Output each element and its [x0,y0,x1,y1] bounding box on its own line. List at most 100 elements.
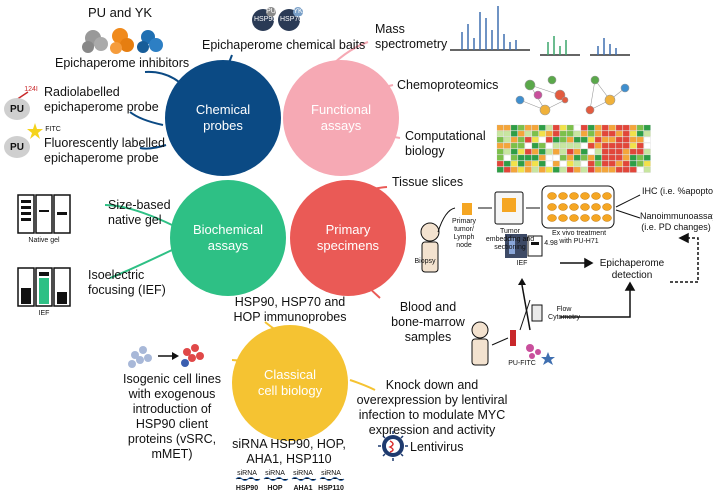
heatmap-cell [629,124,637,131]
heatmap-cell [573,148,581,155]
native-gel-icon [17,194,71,234]
heatmap-cell [510,160,518,167]
heatmap-cell [601,154,609,161]
biochemical-assays-hub: Biochemical assays [170,180,286,296]
heatmap-cell [622,142,630,149]
heatmap-cell [538,166,546,173]
heatmap-cell [594,130,602,137]
heatmap-cell [552,166,560,173]
heatmap-cell [636,124,644,131]
heatmap-cell [538,130,546,137]
heatmap-cell [552,148,560,155]
heatmap-cell [601,136,609,143]
heatmap-cell [524,166,532,173]
heatmap-cell [594,166,602,173]
heatmap-cell [531,154,539,161]
heatmap-cell [566,154,574,161]
primary-specimens-hub: Primary specimens [290,180,406,296]
embedding-label: Tumor embedding and sectioning [485,228,535,251]
heatmap-cell [636,154,644,161]
chemical-probes-hub: Chemical probes [165,60,281,176]
heatmap-cell [517,130,525,137]
ief-caption: IEF [38,310,50,317]
heatmap-cell [622,148,630,155]
mass-spec-label: Mass spectrometry [375,22,448,51]
heatmap-cell [538,160,546,167]
heatmap-cell [594,124,602,131]
heatmap-cell [538,148,546,155]
heatmap-cell [580,130,588,137]
heatmap-cell [524,154,532,161]
sirna-tag-aha1: siRNA [293,470,313,477]
plate-well [547,192,557,200]
cell-lines-icon [128,344,204,368]
classical-cell-biology-label: Classical cell biology [257,367,323,398]
heatmap-cell [643,154,651,161]
heatmap-cell [622,160,630,167]
chemical-probes-label: Chemical probes [195,102,251,133]
inhibitor-molecules-icon [82,28,163,54]
heatmap-cell [573,154,581,161]
heatmap-cell [573,142,581,149]
chemoproteomics-label: Chemoproteomics [397,78,499,92]
heatmap-cell [531,124,539,131]
plate-well [547,214,557,222]
heatmap-cell [545,124,553,131]
heatmap-cell [629,166,637,173]
heatmap-cell [643,166,651,173]
plate-well [580,203,590,211]
heatmap-cell [643,136,651,143]
heatmap-cell [503,154,511,161]
heatmap-cell [545,142,553,149]
heatmap-cell [517,148,525,155]
heatmap-cell [545,148,553,155]
heatmap-cell [552,160,560,167]
heatmap-cell [517,142,525,149]
ex-vivo-label: Ex vivo treatment with PU-H71 [551,230,607,245]
heatmap-cell [601,130,609,137]
epichaperome-detection-label: Epichaperome detection [599,258,665,281]
heatmap-cell [510,130,518,137]
native-gel-caption: Native gel [28,237,60,244]
plate-well [591,192,601,200]
heatmap-cell [531,142,539,149]
native-gel-label: Size-based native gel [108,198,171,227]
heatmap-cell [629,130,637,137]
heatmap-cell [594,142,602,149]
heatmap-cell [566,160,574,167]
radio-pu-text: PU [10,103,24,115]
plate-well [591,203,601,211]
biopsy-label: Biopsy [414,258,436,265]
heatmap-cell [566,124,574,131]
knockdown-label: Knock down and overexpression by lentivi… [356,378,508,437]
blood-marrow-label: Blood and bone-marrow samples [391,300,465,344]
computational-biology-label: Computational biology [405,129,486,158]
sirna-tag-hsp110: siRNA [321,470,341,477]
heatmap-cell [552,136,560,143]
heatmap-cell [615,148,623,155]
inhibitors-label: Epichaperome inhibitors [55,56,190,70]
heatmap-cell [496,142,504,149]
heatmap-cell [601,124,609,131]
heatmap-cell [594,154,602,161]
fitc-pu-text: PU [10,141,24,153]
heatmap-cell [566,142,574,149]
heatmap-cell [622,124,630,131]
heatmap-cell [587,124,595,131]
sirna-target-aha1: AHA1 [293,485,313,492]
heatmap-cell [559,148,567,155]
bait-pu-label: PU [266,8,276,15]
heatmap-cell [503,130,511,137]
fitc-tag-label: FITC [45,126,61,133]
heatmap-cell [552,142,560,149]
heatmap-cell [636,142,644,149]
ief-value-label: 4.98 [544,240,558,247]
heatmap-cell [510,166,518,173]
plate-well [569,192,579,200]
heatmap-cell [573,136,581,143]
isogenic-cell-lines-label: Isogenic cell lines with exogenous intro… [123,372,221,461]
heatmap-cell [531,160,539,167]
heatmap-cell [566,148,574,155]
heatmap-cell [587,136,595,143]
